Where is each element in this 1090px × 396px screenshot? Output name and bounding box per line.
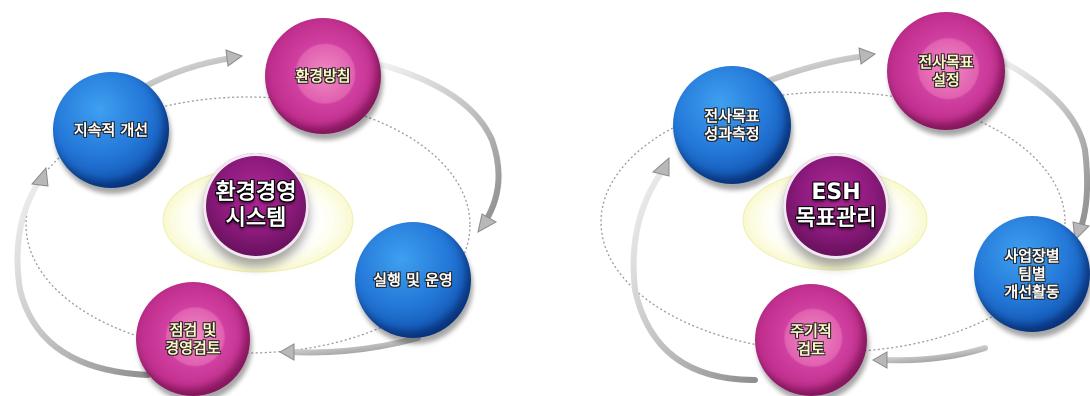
node-label-line1: 사업장별 <box>1004 247 1060 265</box>
node-label-line1: 점검 및 <box>169 321 217 339</box>
node-environmental-policy: 환경방침 <box>265 18 381 134</box>
node-label-line1: 전사목표 <box>918 53 974 71</box>
node-label-line2: 경영검토 <box>165 339 221 357</box>
arrow-left-to-top <box>139 55 235 91</box>
node-label-line2: 검토 <box>797 340 825 358</box>
node-periodic-review: 주기적 검토 <box>755 284 867 396</box>
node-label-line1: 환경방침 <box>295 67 351 85</box>
cycle-arrows <box>630 53 1090 383</box>
node-label-line2: 팀별 <box>1018 265 1046 283</box>
node-label-line1: 전사목표 <box>704 107 760 125</box>
node-company-target-setting: 전사목표 설정 <box>887 12 1005 130</box>
node-label-line1: 지속적 개선 <box>73 121 149 139</box>
center-label: 환경경영 시스템 <box>216 180 297 233</box>
node-label-line3: 개선활동 <box>1004 283 1060 301</box>
node-label: 사업장별 팀별 개선활동 <box>1004 247 1059 301</box>
center-label-line1: 환경경영 <box>215 179 297 205</box>
arrowhead-icon <box>1072 221 1090 242</box>
arrow-right-to-bottom <box>882 345 988 364</box>
esh-target-management-cycle-diagram: ESH 목표관리 전사목표 설정 전사목표 성과측정 사업장별 팀별 개선활동 … <box>545 0 1090 396</box>
node-label: 지속적 개선 <box>74 121 148 139</box>
environment-management-cycle-diagram: 환경경영 시스템 환경방침 지속적 개선 실행 및 운영 점검 및 경영검토 <box>14 18 502 396</box>
arrow-top-to-right <box>997 57 1090 233</box>
center-label-line2: 시스템 <box>225 206 287 231</box>
arrowhead-icon <box>477 213 498 233</box>
node-label: 주기적 검토 <box>790 322 831 358</box>
arrowhead-icon <box>278 343 295 361</box>
arrowhead-icon <box>225 49 244 67</box>
cycle-arrows <box>14 55 502 378</box>
node-implementation-operation: 실행 및 운영 <box>355 222 471 338</box>
node-label-line2: 설정 <box>932 71 960 89</box>
arrowhead-icon <box>858 47 877 65</box>
center-node: ESH 목표관리 <box>783 153 889 259</box>
arrow-right-to-bottom <box>289 335 421 356</box>
arrow-bottom-to-left <box>630 167 758 383</box>
arrow-bottom-to-left <box>14 177 151 378</box>
node-label-line1: 주기적 <box>790 322 832 340</box>
arrow-left-to-top <box>757 53 868 87</box>
center-label: ESH 목표관리 <box>796 180 877 233</box>
node-label: 전사목표 성과측정 <box>704 107 759 143</box>
node-label: 실행 및 운영 <box>373 271 452 289</box>
center-label-line2: 목표관리 <box>795 206 877 231</box>
arrow-top-to-right <box>379 62 502 225</box>
arrowhead-icon <box>871 351 888 369</box>
node-continuous-improvement: 지속적 개선 <box>53 72 169 188</box>
arrowhead-icon <box>651 156 670 177</box>
node-label: 전사목표 설정 <box>918 53 973 89</box>
center-node: 환경경영 시스템 <box>203 153 309 259</box>
center-label-line1: ESH <box>811 179 861 205</box>
arrowhead-icon <box>31 166 49 187</box>
node-company-target-performance: 전사목표 성과측정 <box>673 66 791 184</box>
node-label: 점검 및 경영검토 <box>165 321 220 357</box>
node-label-line2: 성과측정 <box>704 125 760 143</box>
node-check-management-review: 점검 및 경영검토 <box>136 282 250 396</box>
node-label-line1: 실행 및 운영 <box>373 271 453 289</box>
node-site-team-improvement: 사업장별 팀별 개선활동 <box>974 216 1090 332</box>
node-label: 환경방침 <box>295 67 350 85</box>
